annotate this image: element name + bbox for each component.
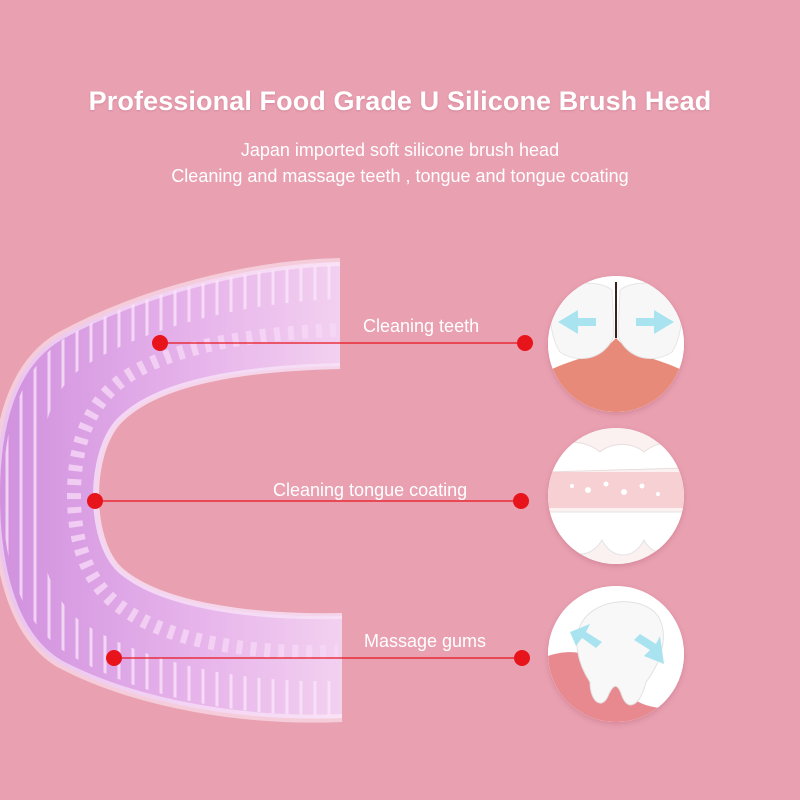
marker-dot [106, 650, 122, 666]
marker-dot [514, 650, 530, 666]
marker-dot [152, 335, 168, 351]
subtitle-line-2: Cleaning and massage teeth , tongue and … [171, 166, 629, 186]
feature-label-tongue: Cleaning tongue coating [273, 480, 468, 500]
page-title: Professional Food Grade U Silicone Brush… [88, 86, 712, 116]
teeth-cleaning-icon [548, 276, 684, 412]
feature-label-gums: Massage gums [364, 631, 487, 651]
tongue-coating-icon [548, 428, 684, 564]
feature-label-teeth: Cleaning teeth [363, 316, 480, 336]
marker-dot [517, 335, 533, 351]
marker-dot [87, 493, 103, 509]
subtitle-line-1: Japan imported soft silicone brush head [240, 140, 560, 160]
marker-dot [513, 493, 529, 509]
gum-massage-icon [548, 586, 684, 722]
